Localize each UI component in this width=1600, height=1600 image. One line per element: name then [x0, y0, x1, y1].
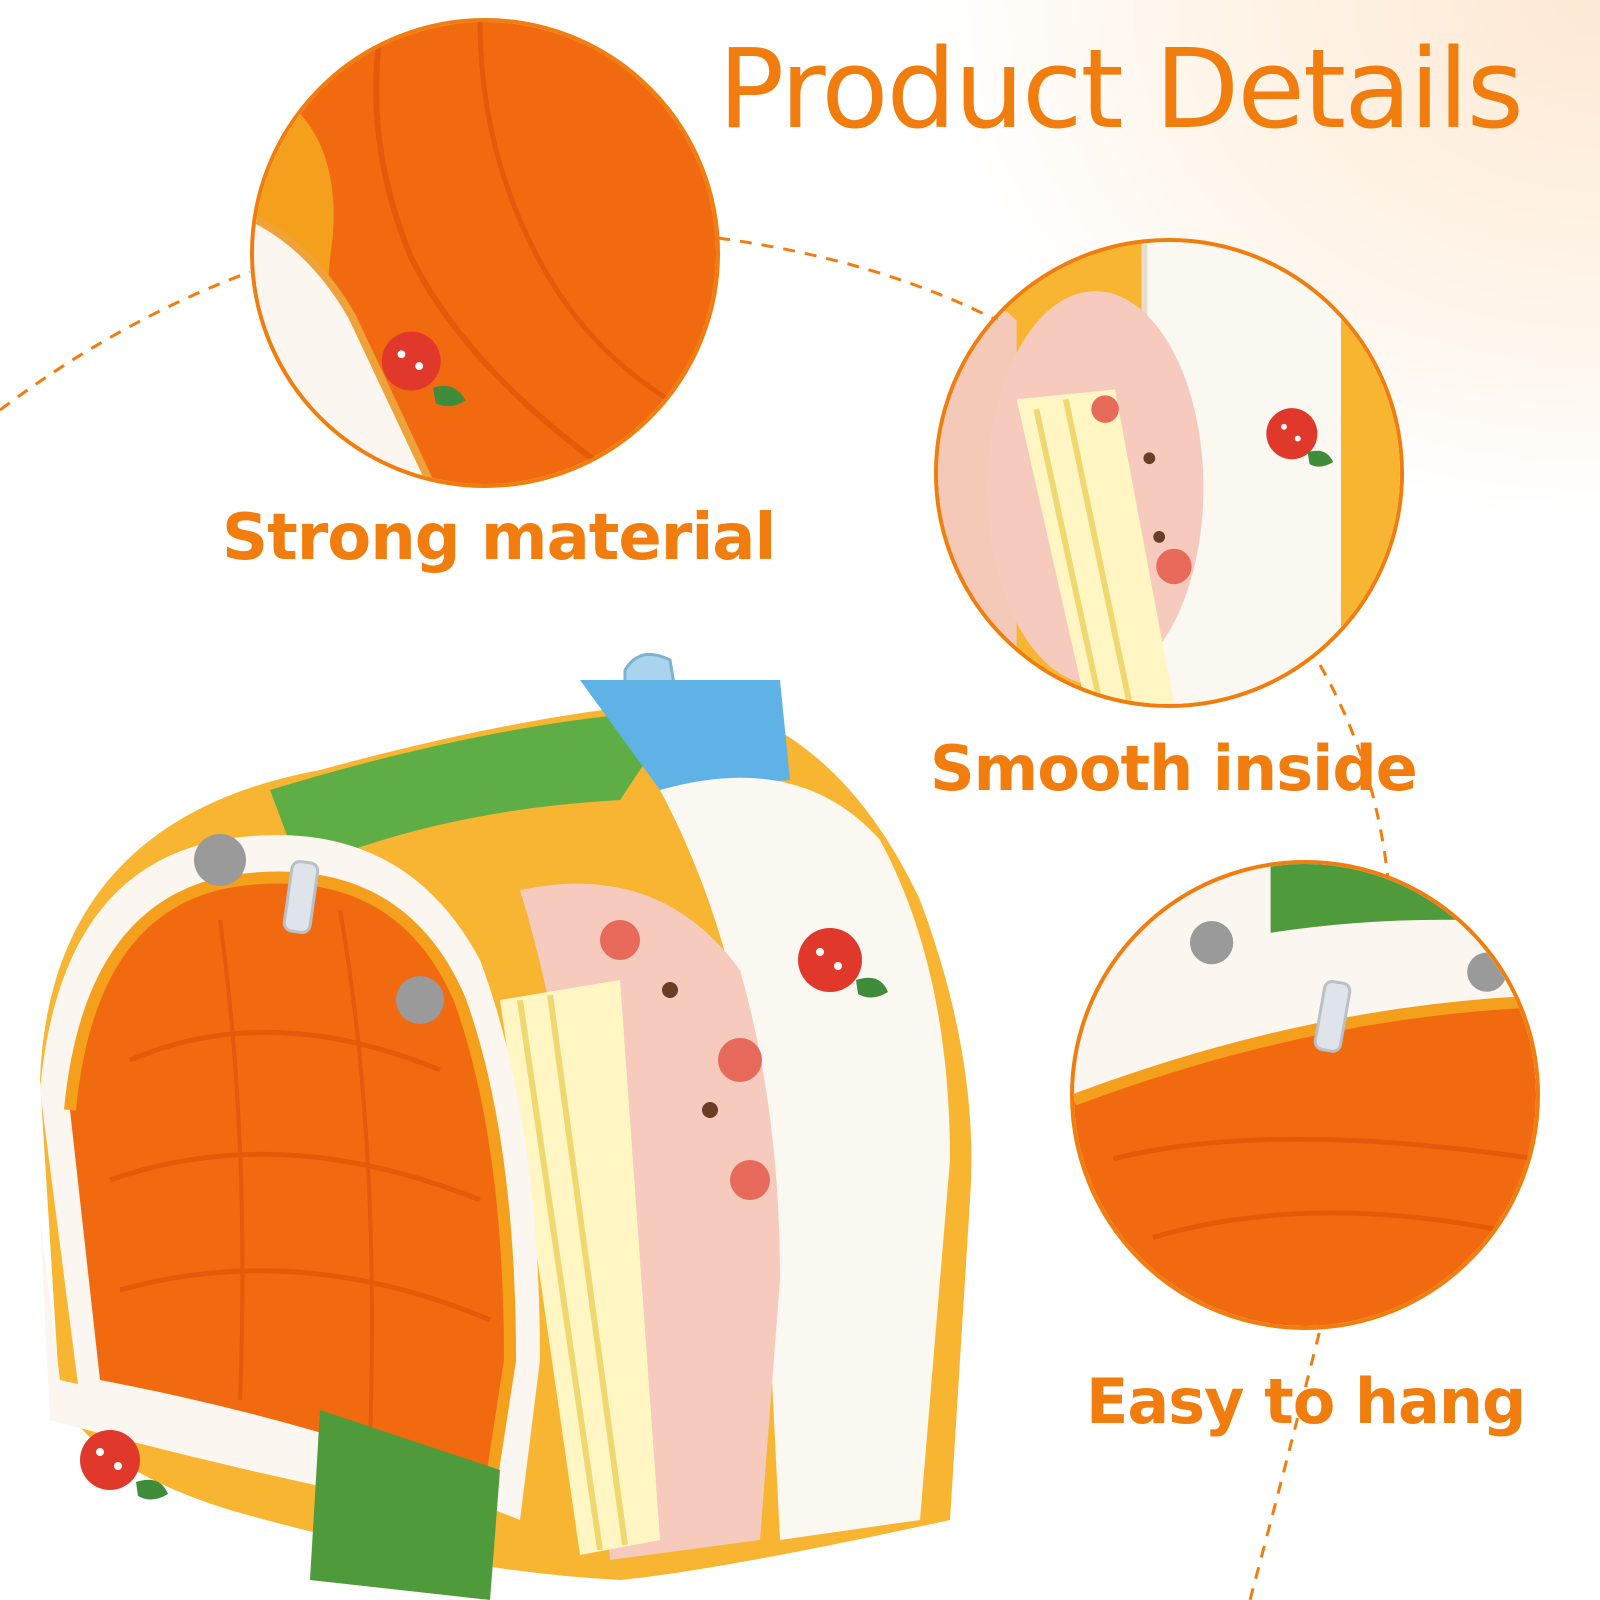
hanging-loop-closeup-icon: [1074, 864, 1536, 1326]
pet-tunnel-bed-icon: [40, 652, 972, 1600]
printed-fabric-closeup-icon: [938, 242, 1400, 704]
smooth-inside-closeup: [934, 238, 1404, 708]
feature-label-easy-to-hang: Easy to hang: [1086, 1365, 1526, 1438]
feature-label-smooth-inside: Smooth inside: [930, 732, 1418, 805]
cushion-corner-closeup-icon: [254, 22, 716, 484]
easy-to-hang-closeup: [1070, 860, 1540, 1330]
page-title: Product Details: [718, 25, 1524, 153]
product-image: [20, 640, 980, 1600]
feature-label-strong-material: Strong material: [222, 501, 776, 575]
strong-material-closeup: [250, 18, 720, 488]
